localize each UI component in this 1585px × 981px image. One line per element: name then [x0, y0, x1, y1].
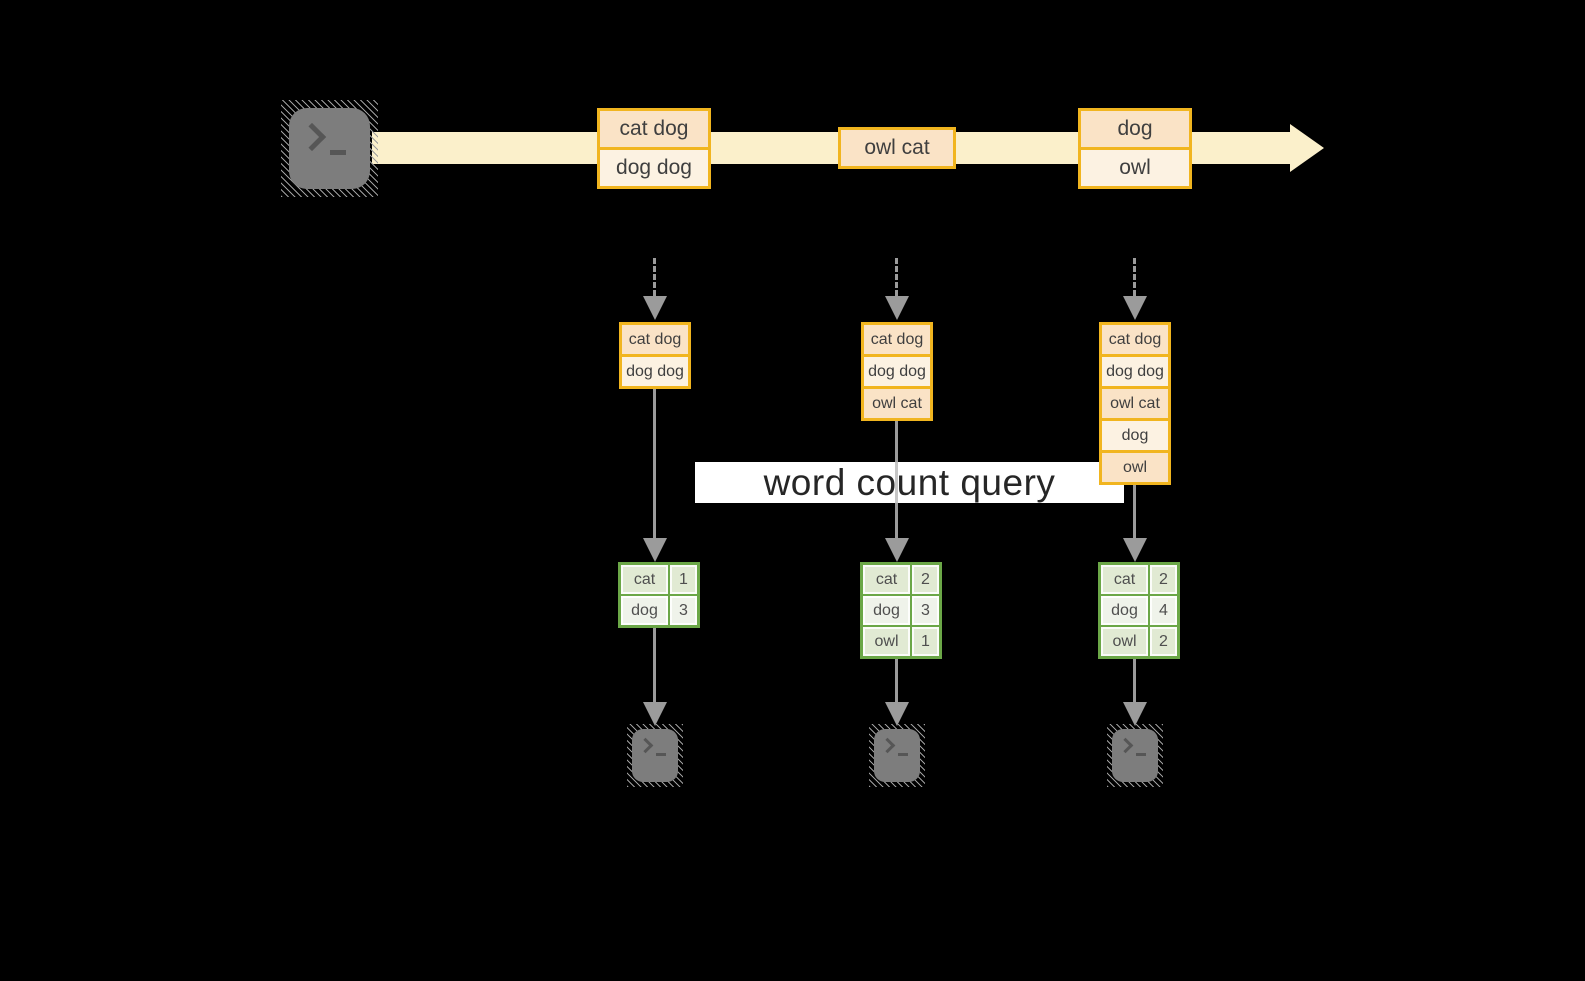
connector-line [895, 421, 898, 462]
prompt-chevron-icon [637, 737, 654, 754]
count-word: owl [1101, 627, 1148, 656]
count-word: dog [863, 596, 910, 625]
count-word: cat [1101, 565, 1148, 594]
arrowhead-down-icon [643, 702, 667, 726]
count-table-2: cat 2 dog 3 owl 1 [860, 562, 942, 659]
count-word: cat [621, 565, 668, 594]
prompt-underscore-icon [330, 150, 346, 155]
event-stream-arrowhead-icon [1290, 124, 1324, 172]
count-word: dog [1101, 596, 1148, 625]
buffer-row: dog [1102, 418, 1168, 450]
count-word: owl [863, 627, 910, 656]
prompt-chevron-icon [879, 737, 896, 754]
timeline-event-1: cat dog dog dog [597, 108, 711, 189]
event-text: dog dog [600, 147, 708, 186]
count-value: 4 [1150, 596, 1177, 625]
prompt-underscore-icon [1136, 753, 1146, 756]
sink-terminal-3 [1107, 724, 1163, 787]
count-word: cat [863, 565, 910, 594]
terminal-icon [632, 729, 678, 782]
count-value: 1 [670, 565, 697, 594]
connector-line [1133, 659, 1136, 702]
arrowhead-down-icon [885, 538, 909, 562]
query-band [695, 462, 1124, 503]
timeline-event-3: dog owl [1078, 108, 1192, 189]
connector-line [1133, 485, 1136, 538]
event-text: owl cat [841, 130, 953, 166]
count-value: 3 [670, 596, 697, 625]
buffer-row: dog dog [864, 354, 930, 386]
arrowhead-down-icon [885, 296, 909, 320]
count-value: 3 [912, 596, 939, 625]
arrowhead-down-icon [885, 702, 909, 726]
sink-terminal-2 [869, 724, 925, 787]
ingest-dashed-arrow [653, 258, 656, 296]
count-word: dog [621, 596, 668, 625]
buffer-row: dog dog [1102, 354, 1168, 386]
count-value: 2 [1150, 627, 1177, 656]
connector-line [895, 659, 898, 702]
connector-line [895, 462, 898, 503]
query-label: word count query [763, 462, 1056, 503]
event-buffer-1: cat dog dog dog [619, 322, 691, 389]
event-text: dog [1081, 111, 1189, 147]
event-buffer-3: cat dog dog dog owl cat dog owl [1099, 322, 1171, 485]
count-value: 2 [1150, 565, 1177, 594]
event-text: owl [1081, 147, 1189, 186]
buffer-row: cat dog [622, 325, 688, 354]
arrowhead-down-icon [1123, 538, 1147, 562]
prompt-chevron-icon [297, 122, 327, 152]
prompt-underscore-icon [898, 753, 908, 756]
buffer-row: owl cat [864, 386, 930, 418]
sink-terminal-1 [627, 724, 683, 787]
timeline-event-2: owl cat [838, 127, 956, 169]
arrowhead-down-icon [1123, 702, 1147, 726]
count-table-3: cat 2 dog 4 owl 2 [1098, 562, 1180, 659]
event-buffer-2: cat dog dog dog owl cat [861, 322, 933, 421]
event-text: cat dog [600, 111, 708, 147]
buffer-row: cat dog [1102, 325, 1168, 354]
prompt-underscore-icon [656, 753, 666, 756]
arrowhead-down-icon [643, 538, 667, 562]
count-table-1: cat 1 dog 3 [618, 562, 700, 628]
count-value: 1 [912, 627, 939, 656]
terminal-icon [874, 729, 920, 782]
ingest-dashed-arrow [895, 258, 898, 296]
terminal-icon [1112, 729, 1158, 782]
connector-line [653, 628, 656, 702]
buffer-row: dog dog [622, 354, 688, 386]
ingest-dashed-arrow [1133, 258, 1136, 296]
terminal-icon [289, 108, 370, 189]
arrowhead-down-icon [643, 296, 667, 320]
buffer-row: owl cat [1102, 386, 1168, 418]
count-value: 2 [912, 565, 939, 594]
buffer-row: cat dog [864, 325, 930, 354]
prompt-chevron-icon [1117, 737, 1134, 754]
arrowhead-down-icon [1123, 296, 1147, 320]
source-terminal-icon [281, 100, 378, 197]
connector-line [895, 503, 898, 538]
buffer-row: owl [1102, 450, 1168, 482]
connector-line [653, 389, 656, 538]
